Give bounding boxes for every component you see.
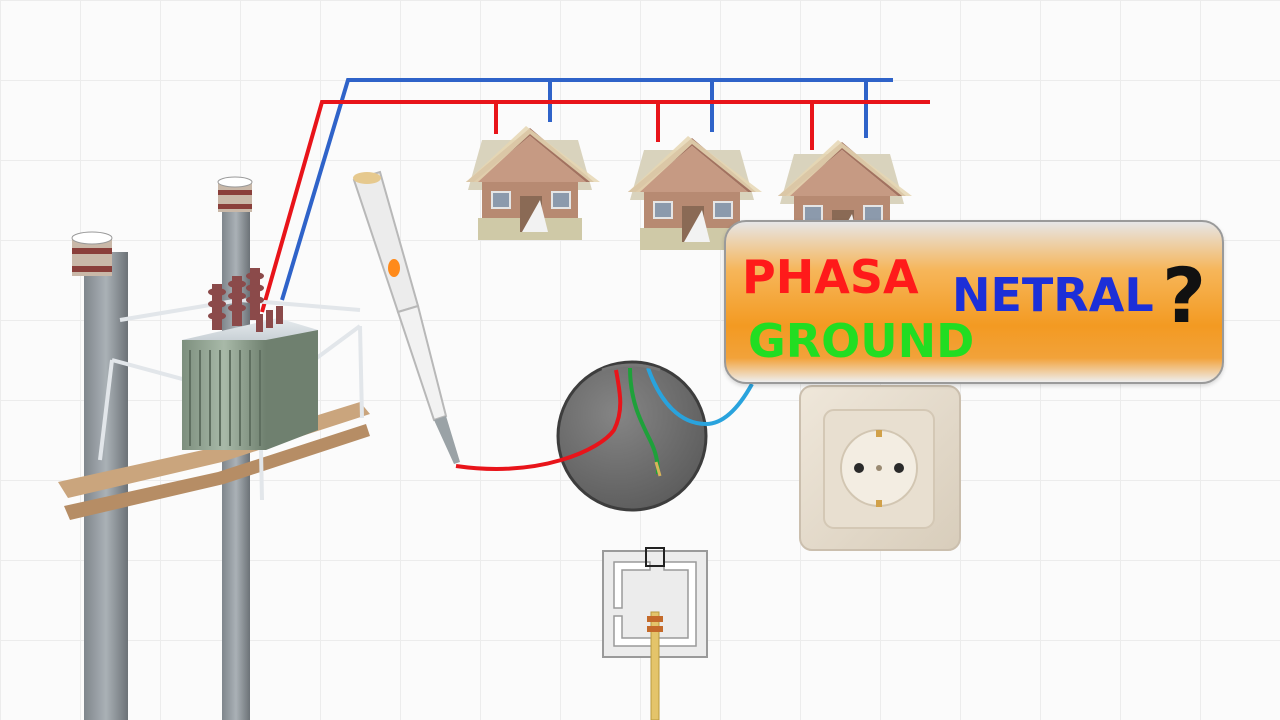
house-icon <box>465 125 601 241</box>
screwdriver-tester-icon <box>352 170 460 464</box>
ground-label: GROUND <box>748 314 975 368</box>
ground-rod-icon <box>602 547 708 720</box>
phase-label: PHASA <box>742 250 919 304</box>
question-mark: ? <box>1162 251 1207 340</box>
transformer-icon <box>182 268 318 450</box>
junction-box-icon <box>455 360 754 512</box>
phase-line <box>260 100 930 313</box>
neutral-line <box>280 78 893 301</box>
wall-socket-icon <box>799 385 961 551</box>
wire-type-label-box <box>724 220 1224 384</box>
neutral-label: NETRAL <box>952 268 1154 322</box>
